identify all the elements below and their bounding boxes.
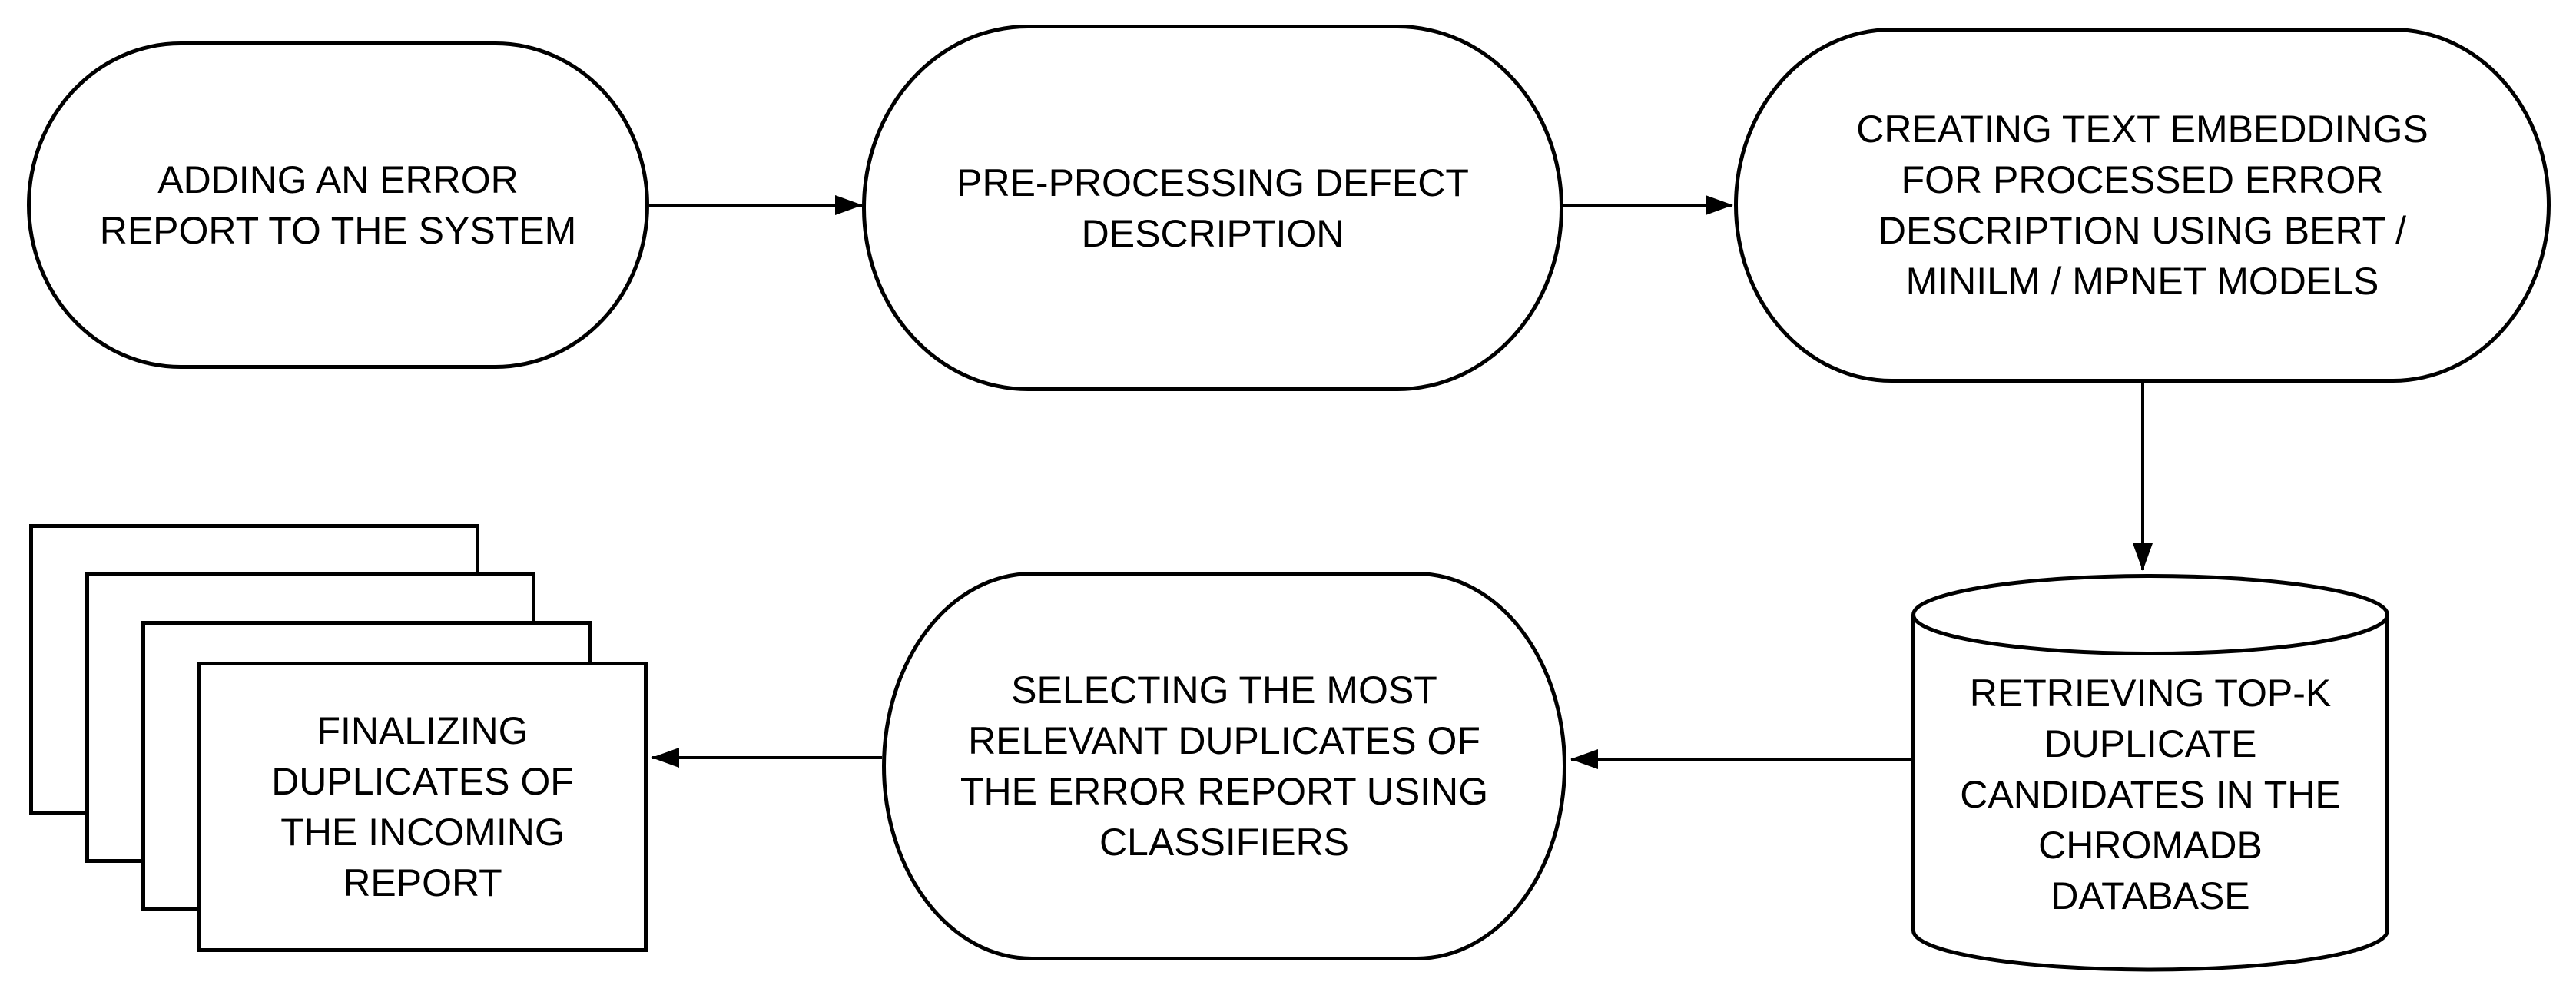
node-retrieving-topk-candidates: RETRIEVING TOP-K DUPLICATE CANDIDATES IN… bbox=[1911, 574, 2389, 971]
node-selecting-relevant-duplicates: SELECTING THE MOST RELEVANT DUPLICATES O… bbox=[882, 572, 1566, 960]
node-creating-text-embeddings: CREATING TEXT EMBEDDINGS FOR PROCESSED E… bbox=[1734, 28, 2551, 383]
node-finalizing-duplicates: FINALIZING DUPLICATES OF THE INCOMING RE… bbox=[197, 662, 648, 952]
node-finalize-label: FINALIZING DUPLICATES OF THE INCOMING RE… bbox=[271, 709, 574, 904]
node-retrieve-label: RETRIEVING TOP-K DUPLICATE CANDIDATES IN… bbox=[1960, 671, 2341, 917]
cylinder-body bbox=[1911, 615, 2389, 972]
node-select-label: SELECTING THE MOST RELEVANT DUPLICATES O… bbox=[960, 669, 1489, 864]
node-adding-error-report: ADDING AN ERROR REPORT TO THE SYSTEM bbox=[27, 41, 649, 369]
node-preprocessing-defect-description: PRE-PROCESSING DEFECT DESCRIPTION bbox=[862, 25, 1563, 391]
node-adding-error-report-label: ADDING AN ERROR REPORT TO THE SYSTEM bbox=[99, 158, 577, 252]
database-cylinder-shape bbox=[1911, 574, 2389, 972]
cylinder-top-ellipse bbox=[1911, 574, 2389, 655]
node-preprocessing-label: PRE-PROCESSING DEFECT DESCRIPTION bbox=[956, 161, 1469, 255]
node-embeddings-label: CREATING TEXT EMBEDDINGS FOR PROCESSED E… bbox=[1856, 108, 2428, 303]
